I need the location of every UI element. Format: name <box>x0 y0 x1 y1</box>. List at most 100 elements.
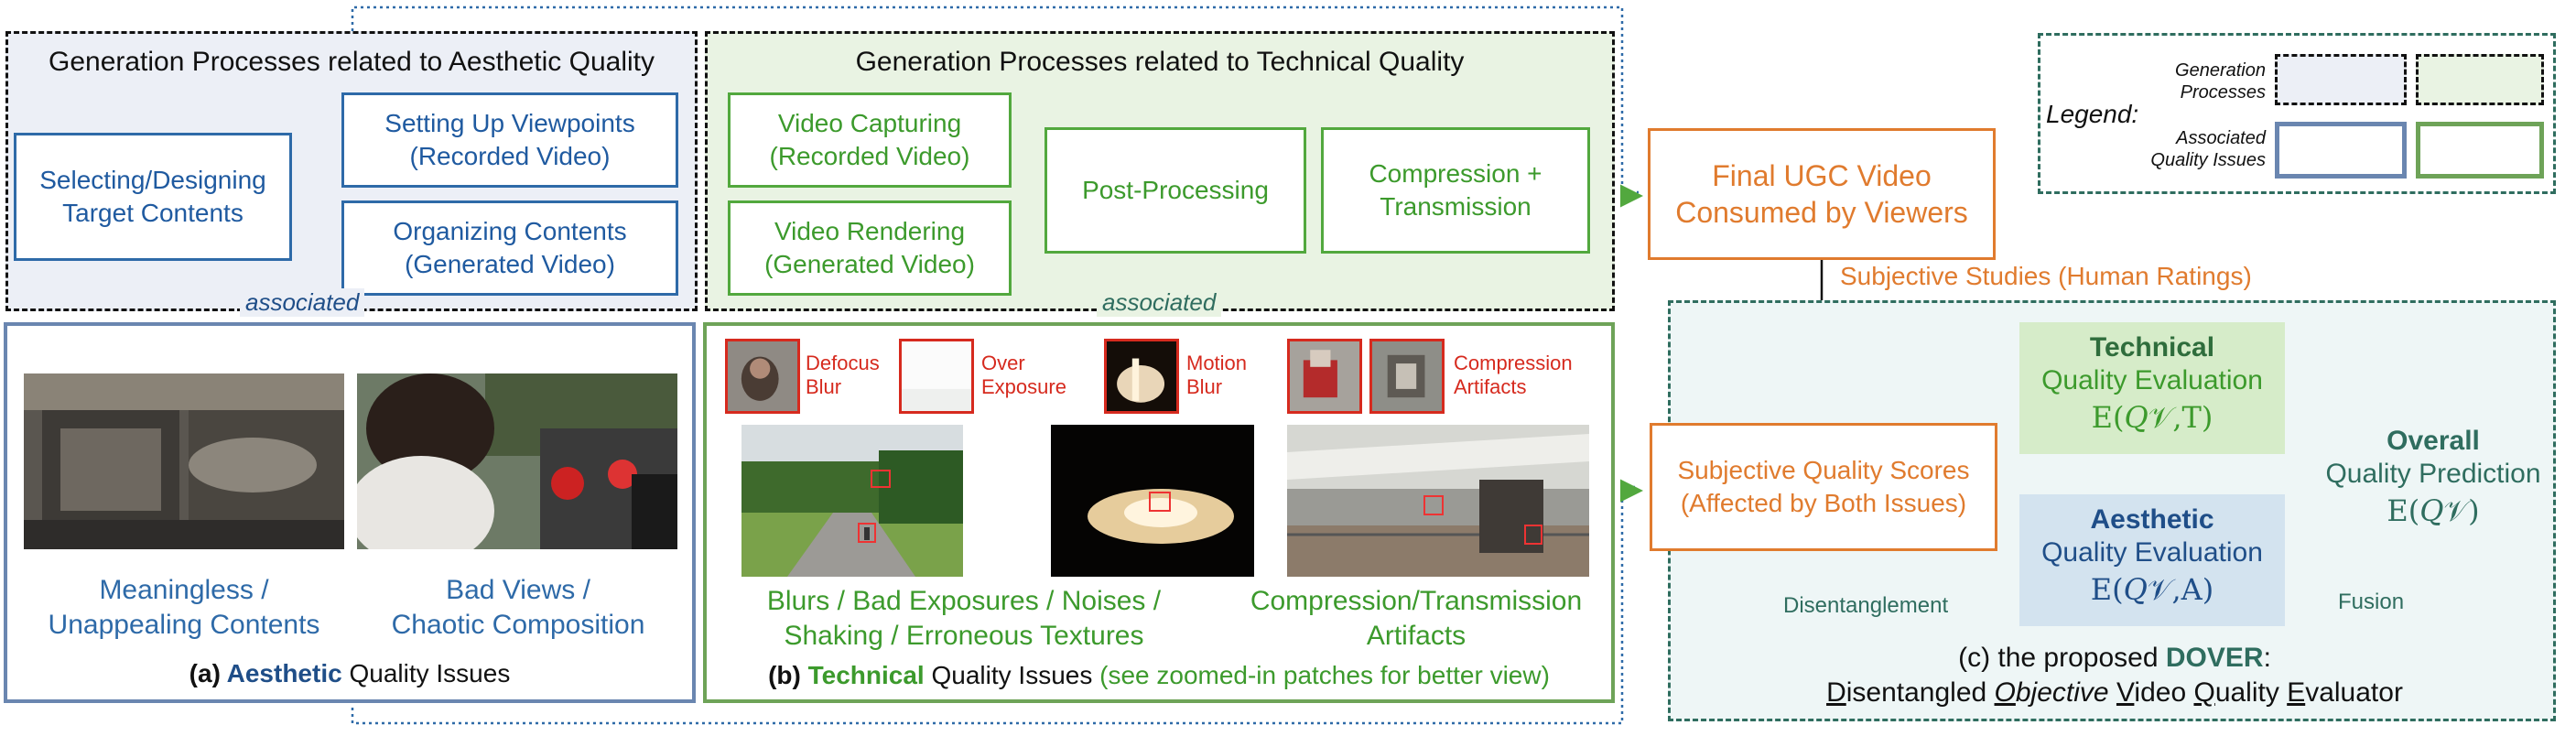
overall-subtitle: Quality Prediction <box>2325 459 2541 489</box>
legend-technical-gen-swatch <box>2416 54 2544 105</box>
tech-caption2-line2: Artifacts <box>1366 621 1467 651</box>
motion-line1: Motion <box>1186 352 1248 374</box>
legend-row2-line2: Quality Issues <box>2150 150 2266 170</box>
selecting-line1: Selecting/Designing <box>39 166 266 194</box>
rendering-line2: (Generated Video) <box>764 250 975 278</box>
dover-word5: valuator <box>2305 677 2403 708</box>
footer-a-bold: Aesthetic <box>226 659 342 687</box>
video-capturing-box: Video Capturing (Recorded Video) <box>728 92 1012 188</box>
selecting-line2: Target Contents <box>62 199 244 227</box>
night-motion-image <box>1051 425 1254 577</box>
technical-issues-footer: (b) Technical Quality Issues (see zoomed… <box>707 661 1611 690</box>
defocus-line2: Blur <box>806 375 842 398</box>
video-rendering-box: Video Rendering(Generated Video) <box>728 200 1012 296</box>
aesthetic-eval-title: Aesthetic <box>2090 504 2214 535</box>
tech-caption2-line1: Compression/Transmission <box>1250 586 1583 616</box>
legend-title: Legend: <box>2046 100 2139 128</box>
dover-letter-o: O <box>1994 677 2016 708</box>
defocus-line1: Defocus <box>806 352 880 374</box>
meaningless-caption-line2: Unappealing Contents <box>48 610 320 640</box>
aesthetic-generation-title: Generation Processes related to Aestheti… <box>48 47 655 77</box>
footer-b-middle: Quality Issues <box>924 661 1100 689</box>
bad-views-image <box>357 373 677 549</box>
footer-b-prefix: (b) <box>768 661 808 689</box>
bad-views-caption-line1: Bad Views / <box>446 575 590 605</box>
compression-patch-1 <box>1287 339 1362 414</box>
meaningless-caption-line1: Meaningless / <box>99 575 269 605</box>
over-line2: Exposure <box>981 375 1066 398</box>
aesthetic-eval-subtitle: Quality Evaluation <box>2041 537 2263 568</box>
fusion-label: Fusion <box>2338 590 2405 614</box>
legend-row1-line2: Processes <box>2180 82 2266 103</box>
bad-views-caption: Bad Views / Chaotic Composition <box>355 573 681 643</box>
technical-caption-1: Blurs / Bad Exposures / Noises / Shaking… <box>721 584 1207 654</box>
organizing-contents-box: Organizing Contents (Generated Video) <box>341 200 678 296</box>
arena-compression-image <box>1287 425 1589 577</box>
dover-word4: uality <box>2214 677 2288 708</box>
final-video-line1: Final UGC Video <box>1712 159 1932 192</box>
final-video-line2: Consumed by Viewers <box>1675 196 1968 229</box>
dover-word1: isentangled <box>1845 677 1995 708</box>
post-processing-box: Post-Processing <box>1044 127 1306 254</box>
compression-artifacts-line2: Artifacts <box>1454 375 1527 398</box>
capturing-line1: Video Capturing <box>777 109 962 137</box>
aesthetic-eval-formula: E(𝑄𝒱,A) <box>2090 572 2214 607</box>
scores-line1: Subjective Quality Scores <box>1677 456 1970 484</box>
compression-transmission-box: Compression + Transmission <box>1321 127 1590 254</box>
viewpoints-line1: Setting Up Viewpoints <box>384 109 635 137</box>
technical-caption-2: Compression/Transmission Artifacts <box>1228 584 1604 654</box>
dover-title: (c) the proposed DOVER: <box>1858 643 2371 674</box>
technical-eval-title: Technical <box>2089 332 2215 363</box>
compression-artifacts-line1: Compression <box>1454 352 1573 374</box>
dover-full-name: Disentangled Objective Video Quality Eva… <box>1767 677 2462 709</box>
organizing-line1: Organizing Contents <box>393 217 627 245</box>
dover-letter-d: D <box>1826 677 1846 708</box>
technical-associated-label: associated <box>1097 288 1222 317</box>
tech-caption1-line2: Shaking / Erroneous Textures <box>784 621 1144 651</box>
subjective-scores-box: Subjective Quality Scores (Affected by Bo… <box>1650 423 1997 551</box>
technical-generation-title: Generation Processes related to Technica… <box>855 47 1465 77</box>
bad-views-caption-line2: Chaotic Composition <box>391 610 645 640</box>
organizing-line2: (Generated Video) <box>405 250 615 278</box>
overall-formula: E(𝑄𝒱) <box>2387 493 2480 528</box>
dover-colon: : <box>2263 643 2271 673</box>
legend-panel: Legend: Generation Processes Associated … <box>2038 33 2556 194</box>
defocus-blur-patch <box>725 339 800 414</box>
footer-a-prefix: (a) <box>189 659 227 687</box>
legend-aesthetic-issue-swatch <box>2275 122 2407 179</box>
road-cyclist-image <box>741 425 963 577</box>
aesthetic-evaluation-box: Aesthetic Quality Evaluation E(𝑄𝒱,A) <box>2019 494 2285 626</box>
aesthetic-generation-panel: Generation Processes related to Aestheti… <box>5 31 698 311</box>
overall-title: Overall <box>2387 426 2480 456</box>
tech-caption1-line1: Blurs / Bad Exposures / Noises / <box>766 586 1162 616</box>
compression-line1: Compression + <box>1369 159 1542 188</box>
capturing-line2: (Recorded Video) <box>769 142 970 170</box>
over-line1: Over <box>981 352 1025 374</box>
viewpoints-line2: (Recorded Video) <box>409 142 611 170</box>
legend-aesthetic-gen-swatch <box>2275 54 2407 105</box>
dover-letter-q: Q <box>2193 677 2215 708</box>
setting-viewpoints-box: Setting Up Viewpoints (Recorded Video) <box>341 92 678 188</box>
footer-b-bold: Technical <box>807 661 925 689</box>
overall-prediction: Overall Quality Prediction E(𝑄𝒱) <box>2316 425 2550 531</box>
disentanglement-label: Disentanglement <box>1783 593 1949 618</box>
scores-line2: (Affected by Both Issues) <box>1680 489 1967 517</box>
dover-letter-v: V <box>2116 677 2135 708</box>
meaningless-caption: Meaningless / Unappealing Contents <box>7 573 361 643</box>
aesthetic-issues-panel: Meaningless / Unappealing Contents Bad V… <box>4 322 696 703</box>
technical-eval-formula: E(𝑄𝒱,T) <box>2091 400 2213 435</box>
subjective-studies-label: Subjective Studies (Human Ratings) <box>1840 262 2252 290</box>
compression-line2: Transmission <box>1380 192 1532 221</box>
technical-evaluation-box: Technical Quality Evaluation E(𝑄𝒱,T) <box>2019 322 2285 454</box>
dover-word3: ideo <box>2134 677 2194 708</box>
legend-row1-label: Generation Processes <box>2128 60 2266 103</box>
technical-eval-subtitle: Quality Evaluation <box>2041 365 2263 395</box>
legend-technical-issue-swatch <box>2416 122 2544 179</box>
dover-letter-e: E <box>2287 677 2306 708</box>
